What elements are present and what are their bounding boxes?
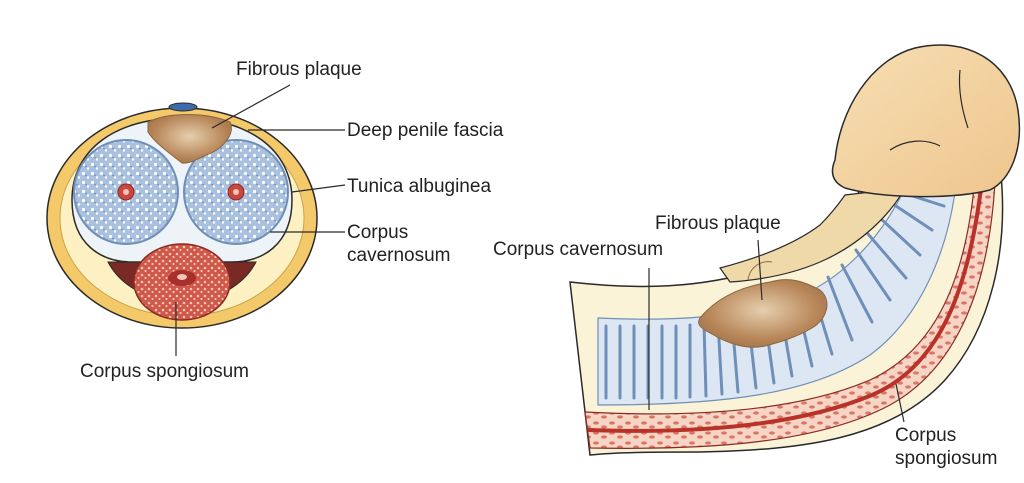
cross-section-illustration [46,102,318,329]
label-fibrous-plaque-side: Fibrous plaque [655,213,781,234]
label-corpus-spongiosum-cross: Corpus spongiosum [80,361,249,382]
side-view-illustration [569,44,1021,456]
urethra-line [587,179,984,433]
glans-detail [889,69,969,151]
label-corpus-spongiosum-side-line1: Corpus [895,425,957,446]
label-corpus-cavernosum-cross-line2: cavernosum [347,245,451,266]
side-view-leader-lines [648,239,905,423]
dorsal-vein [168,102,198,112]
fibrous-plaque-side [698,279,828,348]
label-tunica-albuginea: Tunica albuginea [347,176,492,197]
glans [831,44,1021,198]
label-corpus-cavernosum-cross-line1: Corpus [347,222,409,243]
label-fibrous-plaque-cross: Fibrous plaque [236,59,362,80]
label-deep-penile-fascia: Deep penile fascia [347,120,504,141]
fibrous-plaque-cross [147,114,232,164]
label-corpus-cavernosum-side: Corpus cavernosum [493,239,664,260]
label-corpus-spongiosum-side-line2: spongiosum [895,448,998,469]
cross-section-leader-lines [175,84,346,356]
